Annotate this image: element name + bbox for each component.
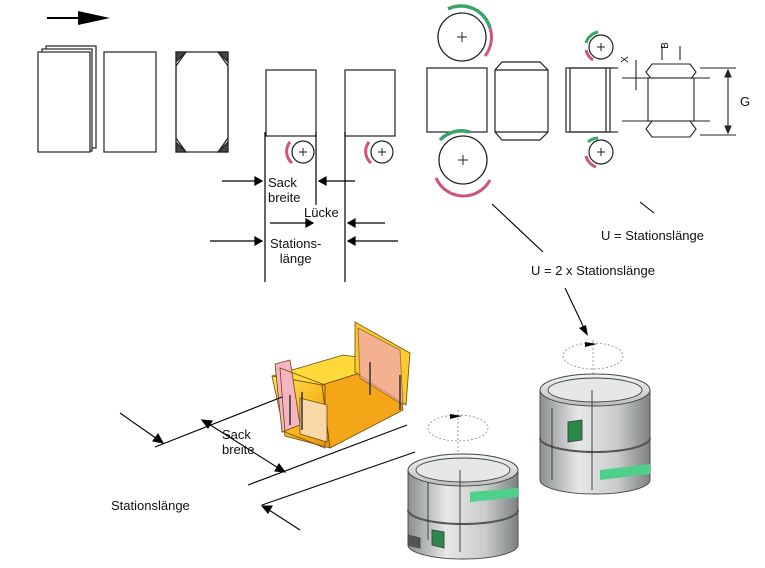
rotation-arrowhead — [450, 414, 462, 419]
bag-3d-yellow — [271, 321, 411, 449]
label-sack-breite-bottom: Sack breite — [222, 427, 255, 457]
bag-with-cutters — [565, 67, 618, 133]
dimension-lines-top — [210, 132, 398, 282]
roller-with-crosshair-icon — [584, 30, 614, 62]
leader-line-drum-top — [564, 287, 586, 331]
roller-with-crosshair-icon — [285, 140, 315, 165]
label-sack-breite-top-line1: Sack — [268, 175, 297, 190]
bag-folded-corners — [175, 51, 229, 153]
label-u-stationslaenge-text: U = Stationslänge — [601, 228, 704, 243]
bag-stack — [37, 45, 97, 153]
leader-line-u-2x — [491, 203, 544, 253]
arrow-right-icon — [47, 11, 110, 25]
label-u-2x-stationslaenge: U = 2 x Stationslänge — [531, 263, 655, 278]
rotation-arrowhead — [585, 342, 597, 347]
label-sack-breite-top: Sack breite — [268, 175, 301, 205]
label-luecke: Lücke — [304, 205, 339, 220]
label-dim-x: X — [618, 56, 633, 63]
label-stationslaenge-bottom: Stationslänge — [111, 498, 190, 513]
roller-pair-large — [426, 4, 493, 198]
label-sack-breite-bottom-line1: Sack — [222, 427, 251, 442]
label-stationslaenge-bottom-text: Stationslänge — [111, 498, 190, 513]
leader-line-u — [639, 201, 655, 214]
label-stationslaenge-top-line1: Stations- — [270, 236, 322, 251]
label-dim-g-text: G — [740, 94, 751, 109]
label-stationslaenge-top: Stations- länge — [270, 236, 321, 266]
label-sack-breite-bottom-line2: breite — [222, 442, 255, 457]
roller-with-crosshair-icon — [364, 140, 394, 165]
label-dim-b: B — [658, 42, 673, 49]
label-u-stationslaenge: U = Stationslänge — [601, 228, 704, 243]
roller-with-crosshair-icon — [584, 136, 614, 169]
label-u-2x-stationslaenge-text: U = 2 x Stationslänge — [531, 263, 655, 278]
leader-arrowhead — [579, 325, 588, 336]
dimension-lines-bottom — [119, 396, 416, 531]
bag-on-roller-2 — [344, 69, 396, 137]
label-dim-g: G — [740, 94, 750, 109]
drum-1 — [407, 453, 519, 560]
label-stationslaenge-top-line2: länge — [279, 251, 312, 266]
rotation-arrow — [562, 340, 624, 380]
label-sack-breite-top-line2: breite — [268, 190, 301, 205]
single-bag — [103, 51, 157, 153]
finished-bag-dimensions — [622, 46, 736, 138]
drum-2 — [539, 373, 651, 495]
label-luecke-text: Lücke — [304, 205, 339, 220]
bag-on-roller-1 — [265, 69, 317, 137]
bag-pressed — [494, 61, 549, 141]
label-dim-b-text: B — [659, 42, 671, 49]
label-dim-x-text: X — [619, 56, 631, 63]
